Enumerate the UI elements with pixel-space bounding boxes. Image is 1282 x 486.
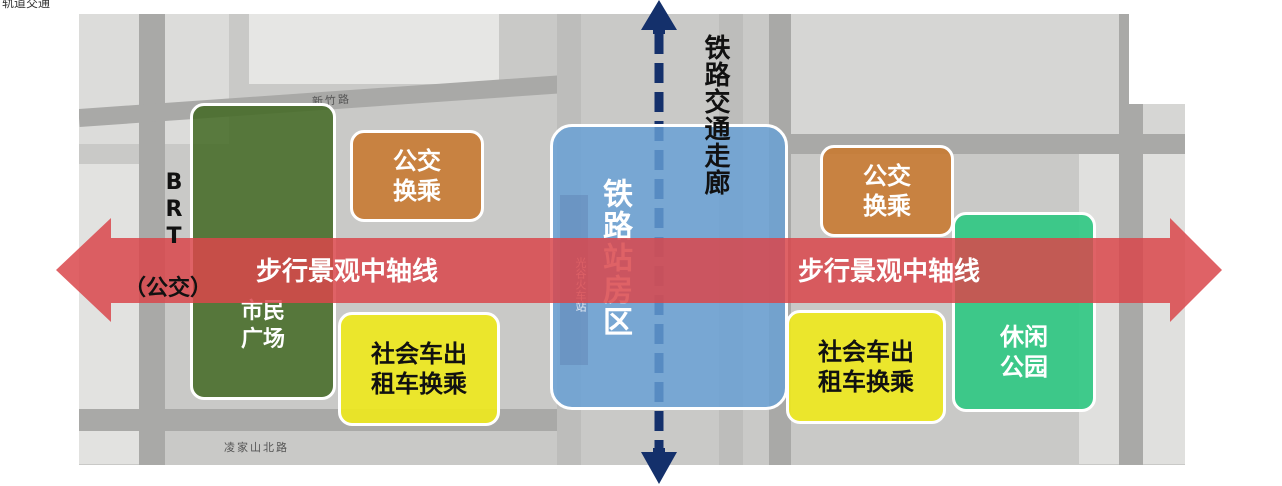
brt-bus-label: （公交） xyxy=(124,276,213,301)
taxi-transfer-right: 社会车出 租车换乘 xyxy=(786,310,946,424)
bus-transfer-left: 公交 换乘 xyxy=(350,130,484,222)
civic-plaza-line2: 广场 xyxy=(240,326,285,352)
corner-text: 轨道交通 xyxy=(2,0,51,10)
bus-right-line1: 公交 xyxy=(863,162,911,190)
brt-line2: R xyxy=(165,196,183,222)
taxi-right-line2: 租车换乘 xyxy=(818,368,914,396)
civic-plaza-line1: 市民 xyxy=(240,299,285,324)
brt-line1: B xyxy=(165,170,183,195)
brt-label: B R T xyxy=(150,170,198,250)
taxi-left-line2: 租车换乘 xyxy=(371,370,467,398)
park-line1: 休闲 xyxy=(1000,323,1048,351)
axis-label-right: 步行景观中轴线 xyxy=(798,257,981,287)
civic-plaza-label: 市民 广场 xyxy=(193,298,333,353)
road-label-bottom: 凌家山北路 xyxy=(224,441,289,454)
taxi-transfer-left: 社会车出 租车换乘 xyxy=(338,312,500,426)
axis-label-left: 步行景观中轴线 xyxy=(256,257,439,287)
rail-corridor-label: 铁路交通走廊 xyxy=(700,34,730,196)
bus-right-line2: 换乘 xyxy=(863,192,911,220)
bus-transfer-right: 公交 换乘 xyxy=(820,145,954,237)
bus-left-line1: 公交 xyxy=(393,147,441,175)
bus-left-line2: 换乘 xyxy=(393,177,441,205)
taxi-left-line1: 社会车出 xyxy=(371,340,467,368)
brt-line3: T xyxy=(166,223,182,249)
park-line2: 公园 xyxy=(1000,353,1048,381)
taxi-right-line1: 社会车出 xyxy=(818,338,914,366)
